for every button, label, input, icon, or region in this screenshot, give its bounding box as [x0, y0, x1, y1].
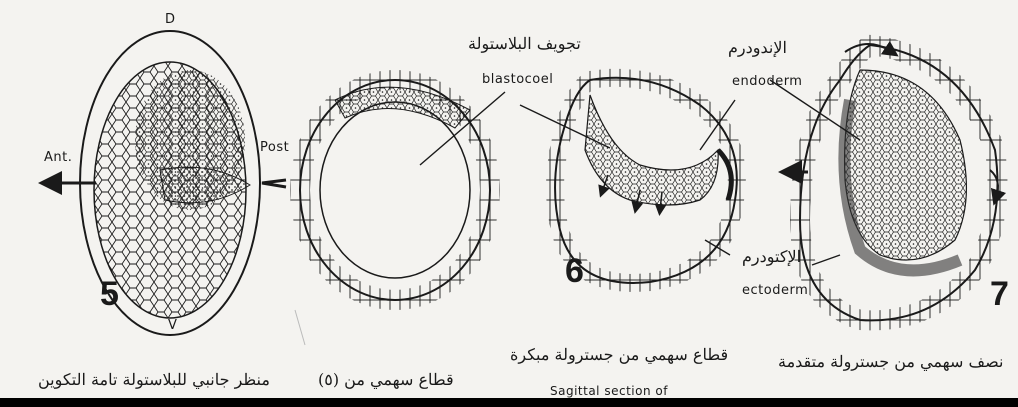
endoderm-label: endoderm: [732, 74, 802, 89]
blastocoel-arabic-label: تجويف البلاستولة: [468, 34, 581, 53]
posterior-arrow: [262, 180, 286, 187]
ectoderm-label: ectoderm: [742, 283, 808, 298]
ventral-label: V: [168, 318, 177, 333]
blastocoel-label: blastocoel: [482, 72, 553, 87]
figure-7-advanced-gastrula: [790, 44, 998, 320]
posterior-label: Post: [260, 140, 289, 155]
figure-number-6: 6: [565, 252, 584, 291]
blastocoel-cavity: [320, 102, 470, 278]
caption-advanced-gastrula: نصف سهمي من جسترولة متقدمة: [778, 352, 1003, 371]
figure-blastula-section: [300, 80, 490, 300]
figure-5-blastula: [50, 31, 286, 335]
caption-blastula-section: قطاع سهمي من (٥): [318, 370, 454, 389]
endoderm-arabic-label: الإندودرم: [728, 38, 787, 57]
bottom-scan-border: [0, 398, 1018, 407]
anterior-label: Ant.: [44, 150, 72, 165]
ectoderm-arabic-label: الإكتودرم: [742, 247, 801, 266]
caption-blastula-lateral: منظر جانبي للبلاستولة تامة التكوين: [38, 370, 270, 389]
caption-early-gastrula-english: Sagittal section of: [550, 384, 668, 398]
dorsal-label: D: [165, 12, 176, 27]
endoderm-mass: [845, 70, 967, 260]
figure-number-7: 7: [990, 275, 1009, 314]
figure-number-5: 5: [100, 275, 119, 314]
caption-early-gastrula: قطاع سهمي من جسترولة مبكرة: [510, 345, 728, 364]
